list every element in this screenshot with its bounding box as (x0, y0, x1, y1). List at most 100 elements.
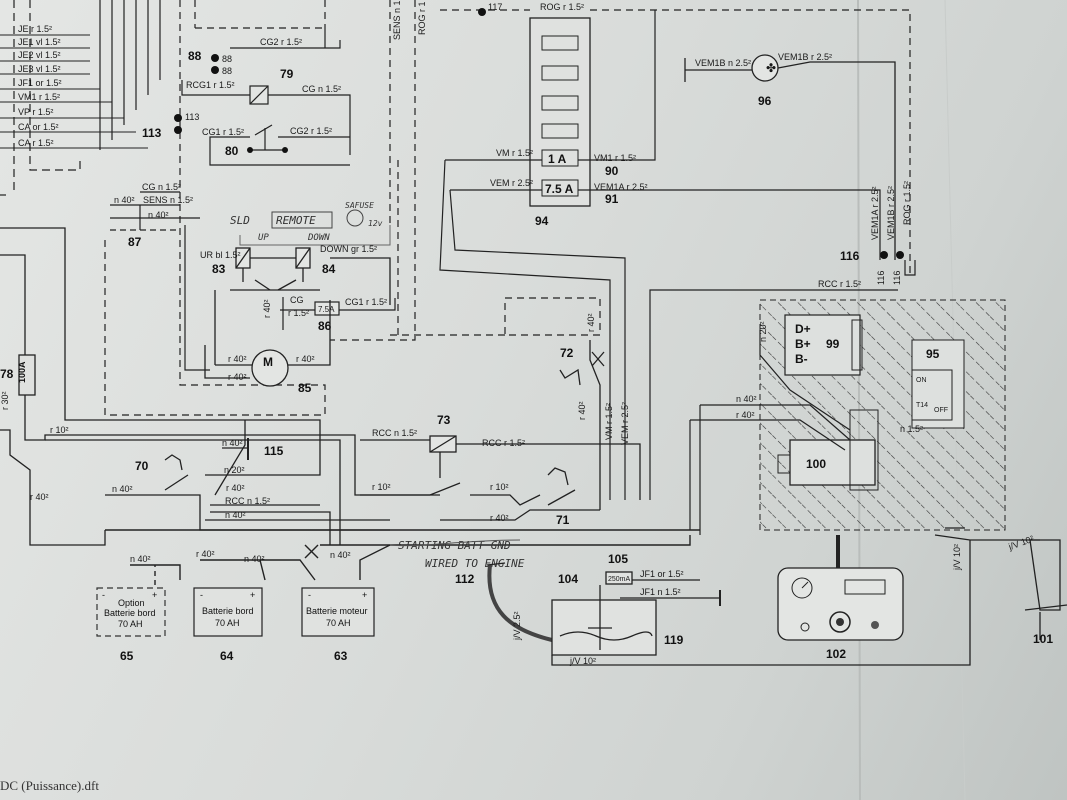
left-wire-labels: JE r 1.5² JE1 vl 1.5² JE2 vl 1.5² JE3 vl… (18, 24, 62, 148)
fuse-label: 1 A (548, 152, 567, 166)
component-number: 71 (556, 513, 570, 527)
component-number: 102 (826, 647, 846, 661)
component-number: 115 (264, 444, 284, 458)
handwritten-note: STARTING BATT GND (398, 539, 511, 552)
motor-label: M (263, 355, 273, 369)
component-number: 63 (334, 649, 348, 663)
fan-icon: ✤ (766, 61, 776, 75)
component-number: 72 (560, 346, 574, 360)
wire-label: JE1 vl 1.5² (18, 37, 61, 47)
wire-label: n 40² (222, 438, 243, 448)
wire-label: CG n 1.5² (142, 182, 181, 192)
wire-label: CG2 r 1.5² (290, 126, 332, 136)
connector-dots (174, 8, 904, 259)
battery-label: Batterie bord (202, 606, 254, 616)
component-number: 116 (876, 271, 886, 285)
wire-label: VEM1A r 2.5² (870, 186, 880, 240)
wire-label: VEM1A r 2.5² (594, 182, 648, 192)
wire-label: r 10² (372, 482, 391, 492)
component-number: 117 (488, 2, 502, 12)
handwritten-remote: SLD REMOTE SAFUSE 12v UP DOWN (230, 201, 391, 246)
wire-label: CG2 r 1.5² (260, 37, 302, 47)
wire-label: JE2 vl 1.5² (18, 50, 61, 60)
wire-label: r 40² (577, 401, 587, 420)
svg-text:+: + (152, 590, 157, 600)
wire-label: JE r 1.5² (18, 24, 52, 34)
wire-label: n 40² (330, 550, 351, 560)
component-number: 86 (318, 319, 332, 333)
wire-label: n 40² (736, 394, 757, 404)
wire-label: r 40² (736, 410, 755, 420)
wire-label: RCC r 1.5² (482, 438, 525, 448)
wire-label: r 40² (586, 313, 596, 332)
component-number: 101 (1033, 632, 1053, 646)
wire-label: SENS n 1.5² (143, 195, 193, 205)
pedal-101 (934, 527, 1067, 640)
wire-label: RCG1 r 1.5² (186, 80, 235, 90)
wire-label: n 20² (224, 465, 245, 475)
wire-label: JE3 vl 1.5² (18, 64, 61, 74)
component-number: 87 (128, 235, 142, 249)
wire-label: RCC r 1.5² (818, 279, 861, 289)
wire-label: j/V 10² (569, 656, 596, 666)
component-number: 80 (225, 144, 239, 158)
component-number: 84 (322, 262, 336, 276)
svg-text:+: + (250, 590, 255, 600)
switch-70 (164, 454, 189, 491)
left-bus (0, 0, 161, 196)
component-number: 88 (222, 66, 232, 76)
wire-label: VEM1B r 2.5² (886, 186, 896, 240)
component-number: 112 (455, 572, 475, 586)
component-number: 64 (220, 649, 234, 663)
battery-label: 70 AH (326, 618, 351, 628)
wire-label: VEM1B r 2.5² (778, 52, 832, 62)
wire-label: VEM r 2.5² (620, 402, 630, 445)
svg-text:DOWN: DOWN (307, 233, 330, 243)
component-number: 100 (806, 457, 826, 471)
battery-64: -+ (193, 587, 263, 637)
component-number: 96 (758, 94, 772, 108)
svg-text:-: - (308, 590, 311, 600)
fuse-box-94 (529, 17, 591, 207)
component-number: 94 (535, 214, 549, 228)
svg-text:REMOTE: REMOTE (276, 214, 316, 227)
wire-label: n 40² (130, 554, 151, 564)
wire-label: r 10² (50, 425, 69, 435)
component-number: 95 (926, 347, 940, 361)
connector-87 (110, 191, 210, 371)
wire-label: VM r 1.5² (496, 148, 533, 158)
component-number: 90 (605, 164, 619, 178)
fan-96 (684, 54, 896, 260)
component-number: 88 (188, 49, 202, 63)
component-number: 88 (222, 54, 232, 64)
wire-label: n 40² (244, 554, 265, 564)
fuse-label: 250mA (608, 576, 631, 583)
alternator-terminal: B- (795, 352, 808, 366)
component-number: 83 (212, 262, 226, 276)
main-power-lines (0, 227, 440, 546)
relay-79 (181, 28, 351, 155)
battery-label: Batterie bord (104, 608, 156, 618)
wire-label: ROG r 1 (417, 1, 427, 35)
component-number: 113 (185, 112, 199, 122)
battery-63: -+ (301, 587, 375, 637)
relays-83-84 (214, 247, 391, 365)
component-number: 99 (826, 337, 840, 351)
motor-85 (204, 300, 331, 387)
battery-label: 70 AH (215, 618, 240, 628)
handwritten-note: WIRED TO ENGINE (425, 557, 525, 570)
wire-label: j/V 10² (952, 544, 962, 571)
wire-label: r 40² (30, 492, 49, 502)
tank-119 (486, 540, 971, 666)
svg-text:-: - (102, 590, 105, 600)
fuse-box-wires (439, 10, 881, 500)
wire-label: r 40² (296, 354, 315, 364)
svg-text:SAFUSE: SAFUSE (345, 201, 374, 210)
battery-label: Option (118, 598, 145, 608)
svg-text:+: + (362, 590, 367, 600)
switch-on: ON (916, 377, 927, 384)
component-number: 70 (135, 459, 149, 473)
control-panel-102 (777, 535, 904, 641)
alternator-terminal: D+ (795, 322, 811, 336)
